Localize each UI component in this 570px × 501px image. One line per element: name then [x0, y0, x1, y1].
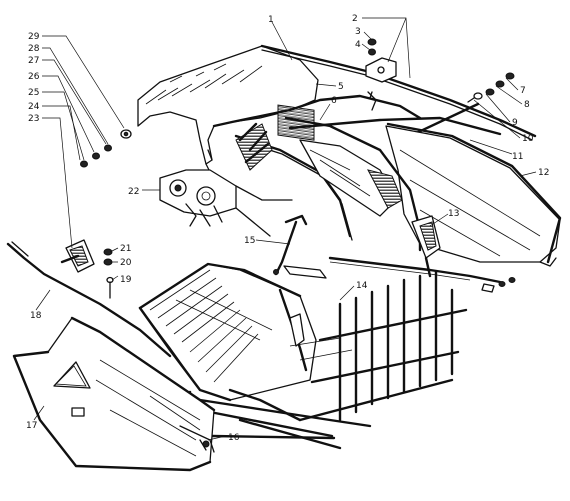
callout-15: 15: [244, 236, 255, 246]
callout-27: 27: [28, 56, 39, 66]
callout-labels: 1 2 3 4 5 6 7 8 9 10 11 12 13 14 15 16 1…: [26, 14, 549, 443]
callout-6: 6: [331, 96, 337, 106]
callout-8: 8: [524, 100, 530, 110]
callout-23: 23: [28, 114, 39, 124]
callout-22: 22: [128, 187, 139, 197]
washer-part-21: [103, 248, 113, 256]
callout-21: 21: [120, 244, 131, 254]
callout-14: 14: [356, 281, 368, 291]
callout-7: 7: [520, 86, 526, 96]
top-rail-frame: [205, 44, 537, 177]
rod-part-18: [6, 241, 172, 358]
callout-19: 19: [120, 275, 132, 285]
drive-mechanism: [159, 122, 293, 237]
callout-4: 4: [355, 40, 361, 50]
cage-bars: [289, 270, 468, 422]
callout-24: 24: [28, 102, 40, 112]
callout-2: 2: [352, 14, 358, 24]
callout-17: 17: [26, 421, 37, 431]
callout-16: 16: [228, 433, 240, 443]
callout-11: 11: [512, 152, 523, 162]
top-bracket-plate: [365, 38, 397, 111]
callout-29: 29: [28, 32, 40, 42]
nut-part-4: [368, 48, 376, 56]
callout-20: 20: [120, 258, 132, 268]
bracket-part-23: [60, 239, 114, 299]
callout-5: 5: [338, 82, 344, 92]
callout-12: 12: [538, 168, 549, 178]
callout-25: 25: [28, 88, 39, 98]
callout-13: 13: [448, 209, 459, 219]
callout-3: 3: [355, 27, 361, 37]
callout-10: 10: [522, 134, 534, 144]
lever-part-13: [411, 215, 441, 278]
callout-26: 26: [28, 72, 40, 82]
guide-bar-part-14: [283, 256, 516, 293]
lower-hopper-frame: [138, 262, 317, 402]
top-hood: [137, 45, 319, 165]
washer-part-3: [367, 38, 377, 46]
callout-1: 1: [268, 15, 274, 25]
callout-18: 18: [30, 311, 42, 321]
callout-28: 28: [28, 44, 40, 54]
leader-lines: [33, 17, 537, 441]
hardware-stack-left: [80, 129, 132, 168]
left-side-panel: [12, 316, 216, 472]
callout-9: 9: [512, 118, 518, 128]
mid-rod-part-15: [273, 214, 308, 276]
right-hardware-stack: [467, 72, 515, 103]
panel-fastener-part-16: [202, 440, 210, 448]
